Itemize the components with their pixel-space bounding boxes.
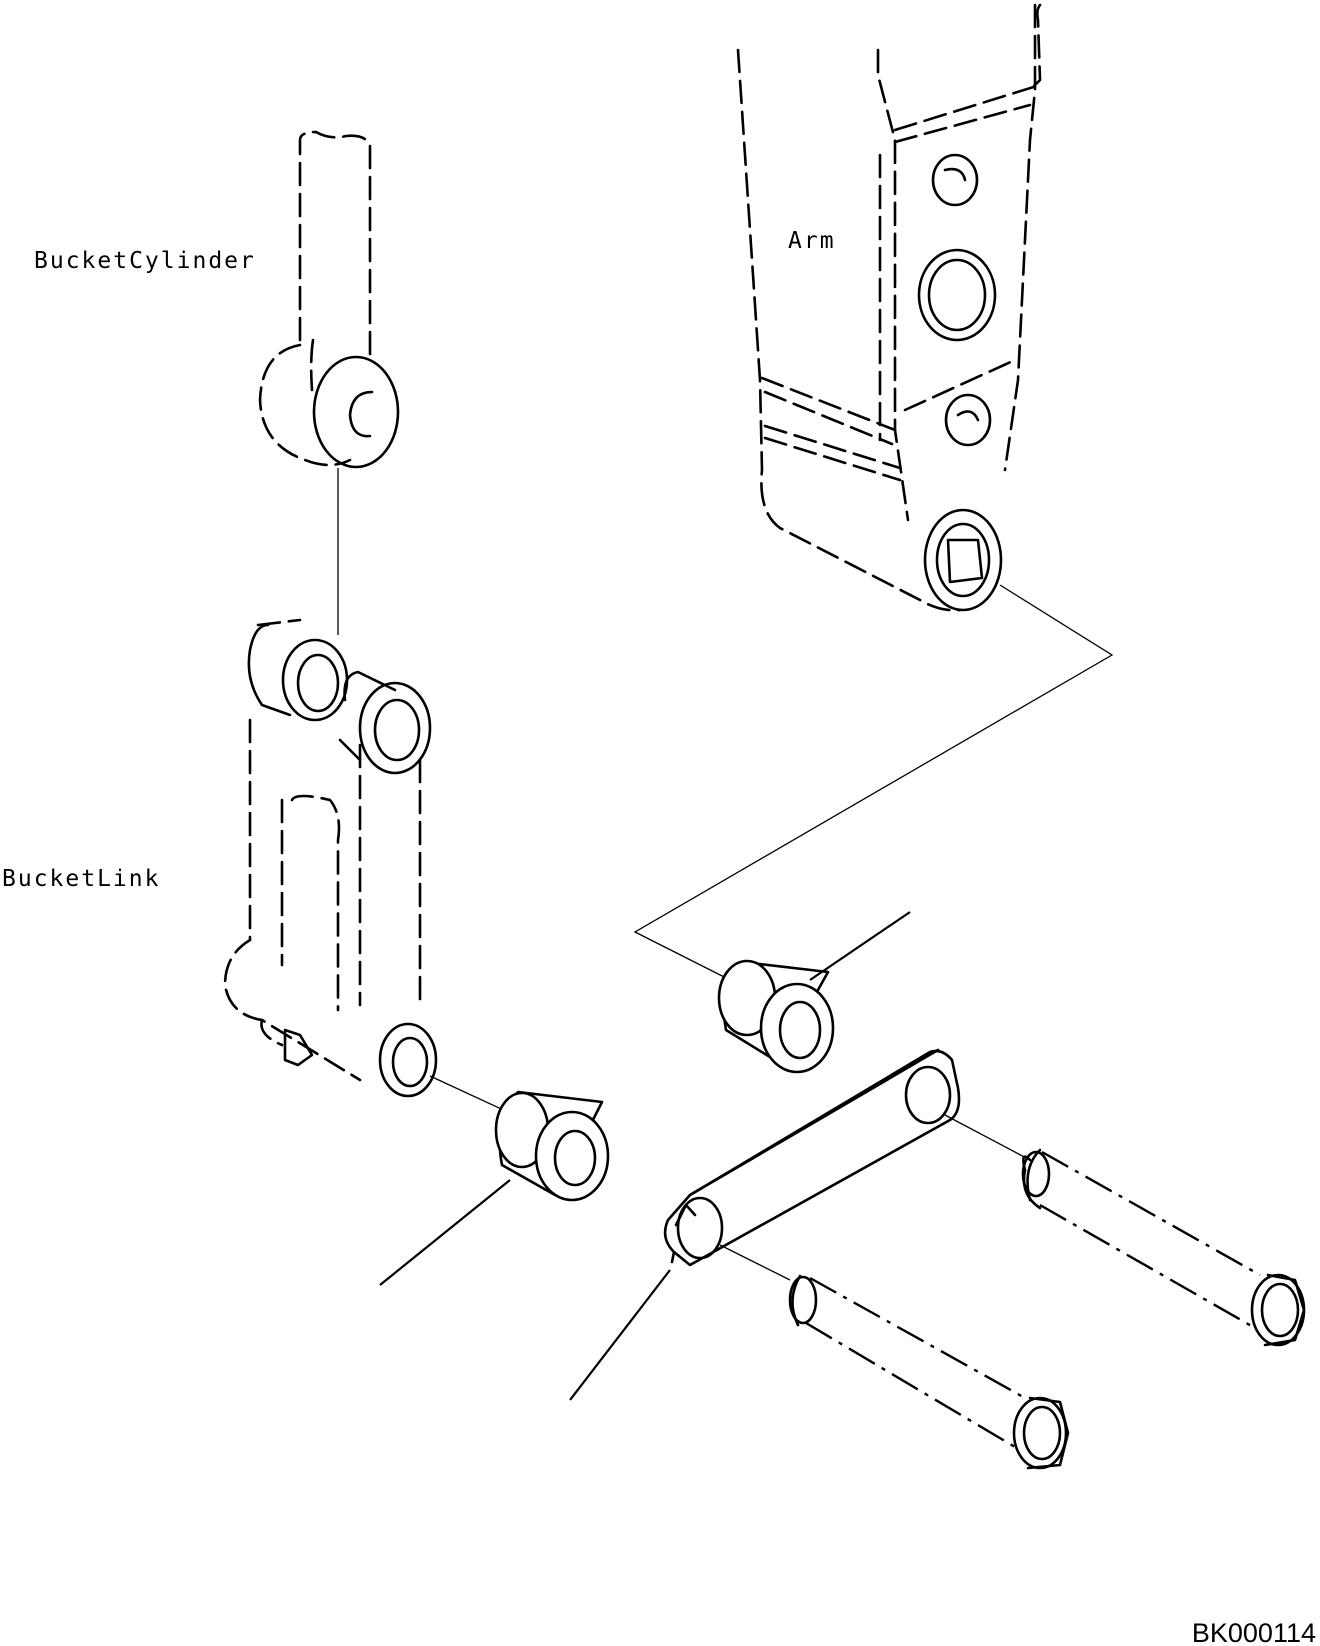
bucket-link xyxy=(223,618,438,1098)
bucket-cylinder-rod-end xyxy=(258,130,400,469)
bushing-lower-leader xyxy=(379,1179,511,1286)
bucket-link-label: BucketLink xyxy=(2,866,160,892)
plate-to-pin-leader-2 xyxy=(719,1244,791,1281)
pin-upper xyxy=(1021,1148,1306,1347)
link-to-bushing-leader xyxy=(429,1075,511,1114)
plate-to-pin-leader-1 xyxy=(944,1114,1031,1161)
bushing-lower xyxy=(494,1090,610,1202)
link-plate-leader xyxy=(569,1269,671,1401)
drawing-code: BK000114 xyxy=(1192,1618,1316,1646)
link-plate xyxy=(663,1048,961,1267)
bushing-upper xyxy=(717,959,835,1074)
bushing-upper-leader xyxy=(809,911,911,981)
pin-lower xyxy=(788,1274,1070,1470)
arm-assembly xyxy=(736,3,1042,612)
arm-label: Arm xyxy=(788,228,836,254)
arm-to-bushing-leader xyxy=(633,584,1114,986)
bucket-cylinder-label: BucketCylinder xyxy=(34,248,256,274)
